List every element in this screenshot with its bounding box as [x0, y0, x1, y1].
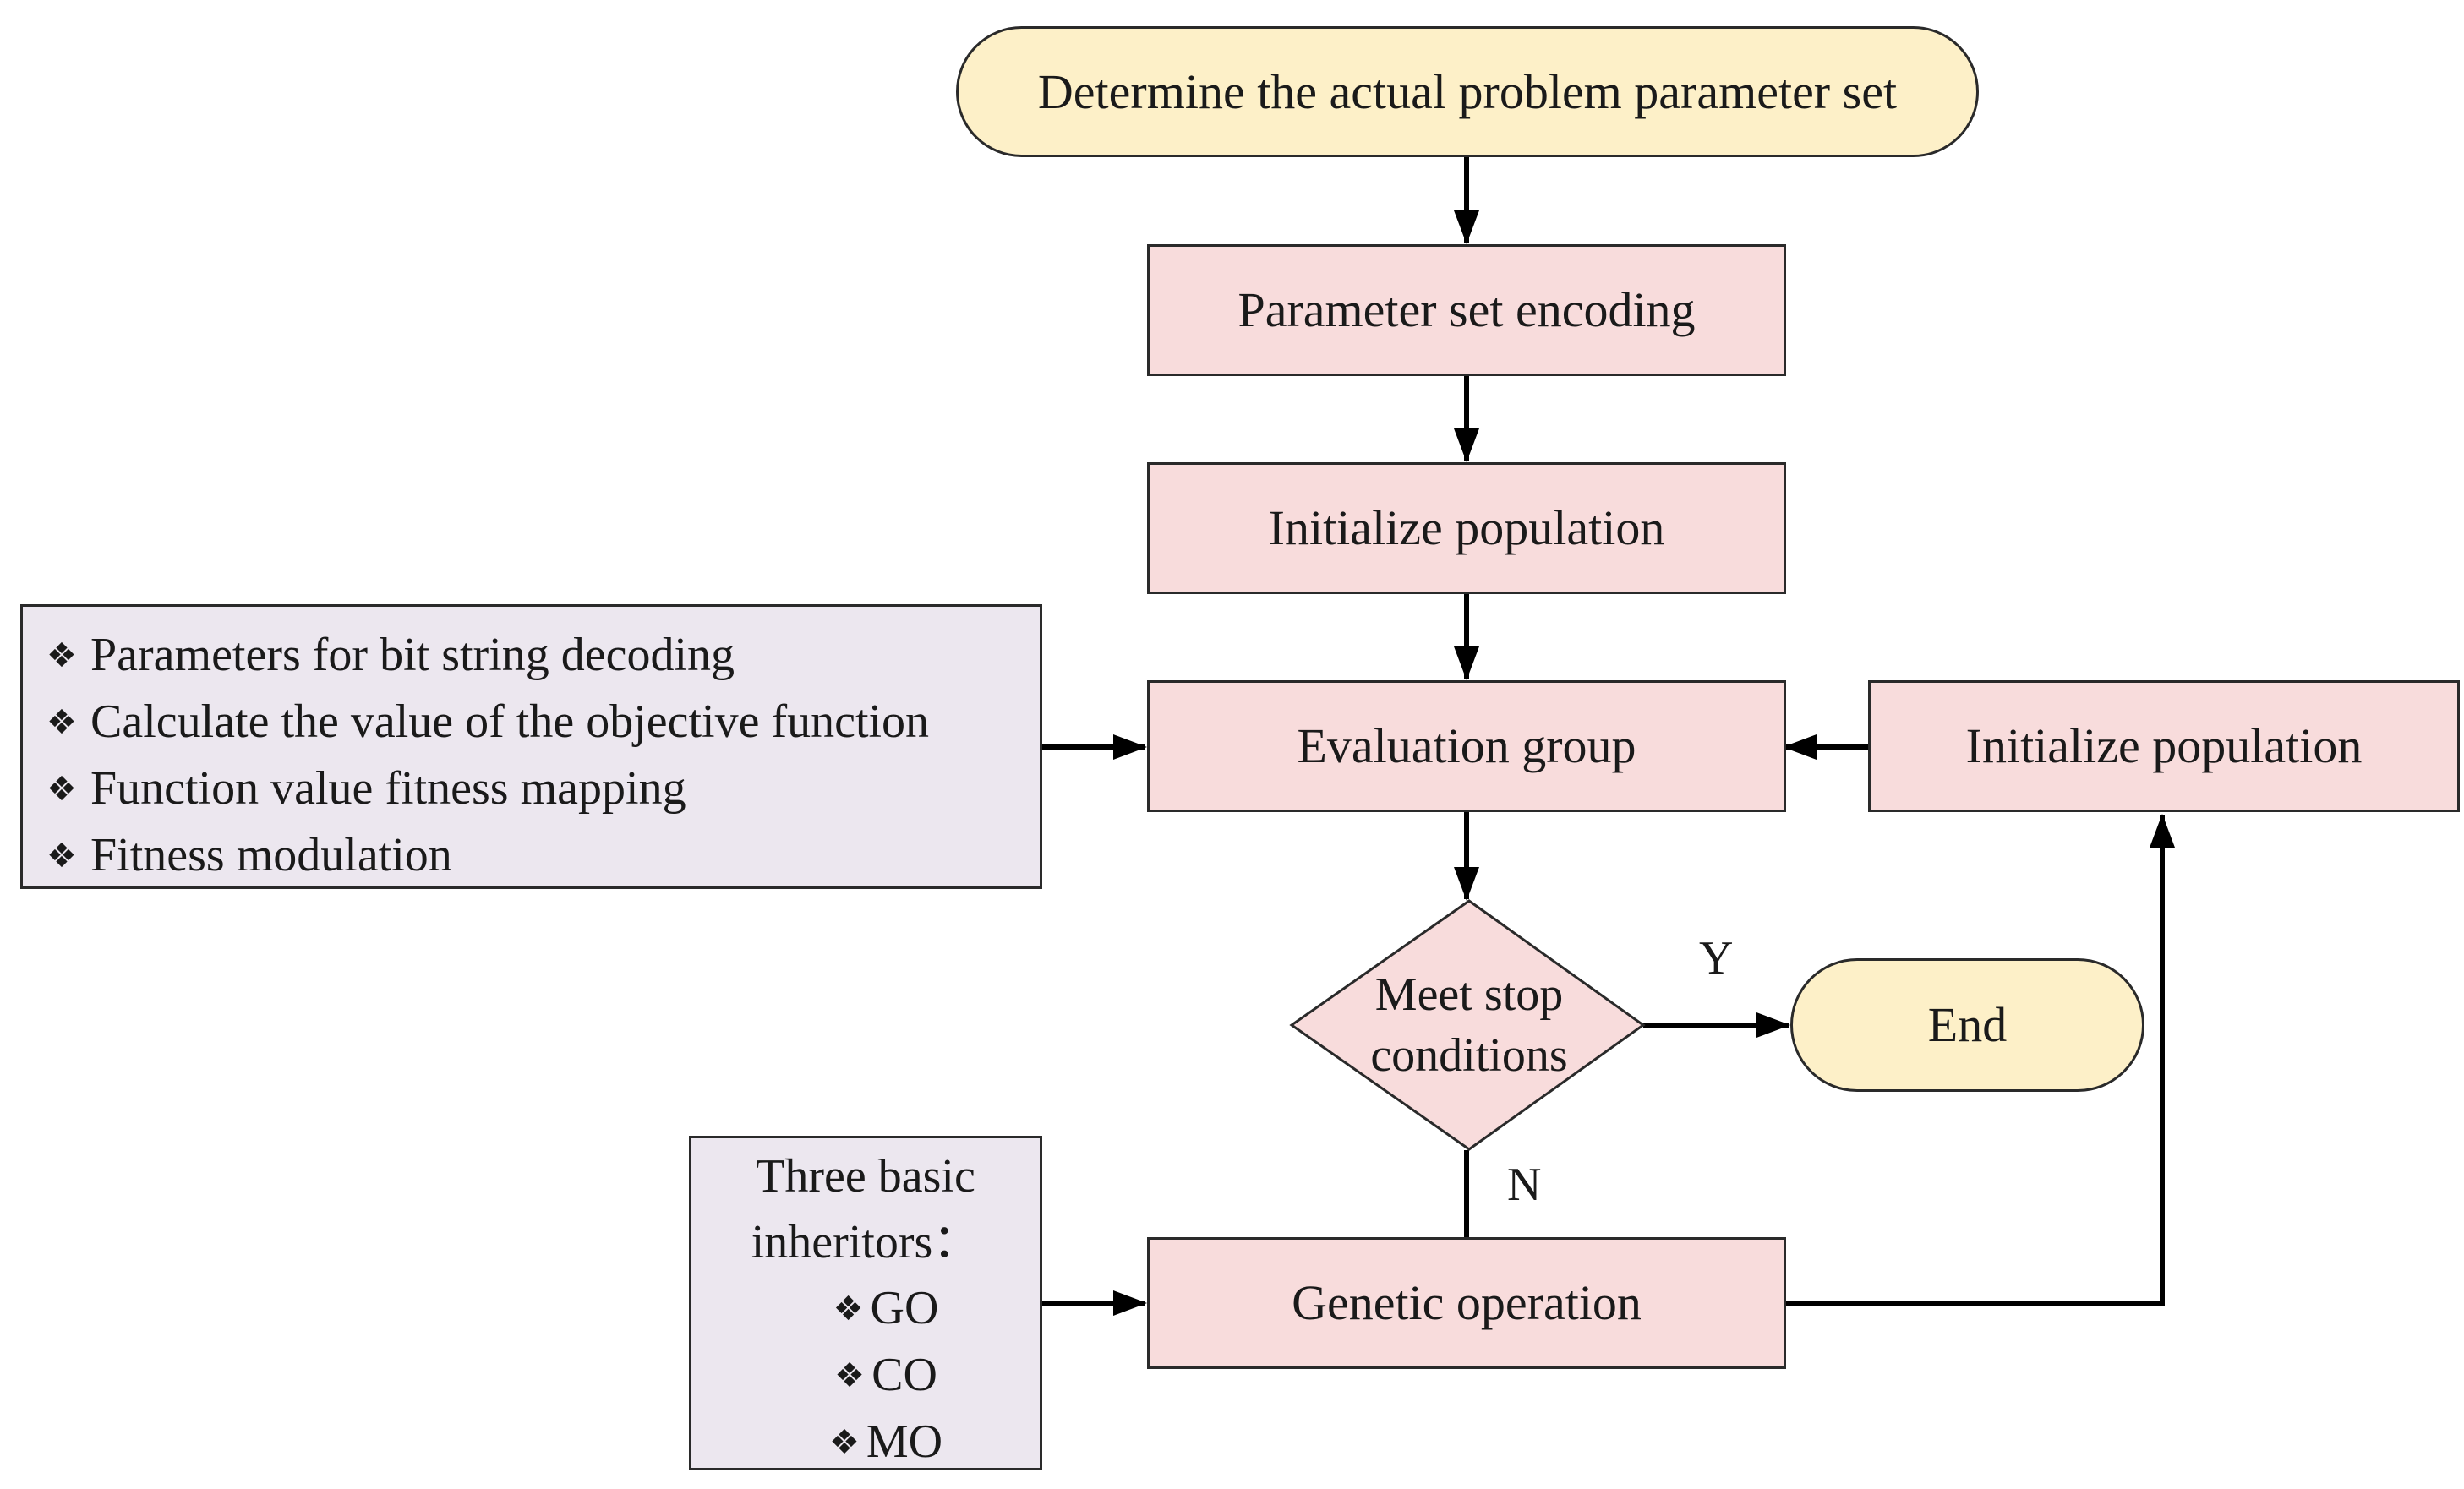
operator-item-text: MO: [866, 1415, 943, 1468]
init-population-right-box: Initialize population: [1868, 680, 2460, 812]
evaluation-step-item: ❖ Parameters for bit string decoding: [46, 622, 1040, 689]
evaluation-step-item: ❖ Function value fitness mapping: [46, 755, 1040, 822]
operators-title-line2: inheritors：: [751, 1216, 981, 1268]
evaluation-step-text: Fitness modulation: [90, 829, 452, 881]
init-population-label: Initialize population: [1268, 500, 1665, 556]
yes-edge-label: Y: [1699, 932, 1734, 984]
operators-note: Three basic inheritors： ❖GO ❖CO ❖MO: [689, 1136, 1042, 1470]
genetic-operation-box: Genetic operation: [1147, 1237, 1786, 1369]
start-terminator: Determine the actual problem parameter s…: [956, 26, 1979, 157]
operator-item-text: GO: [870, 1282, 939, 1334]
operator-item: ❖MO: [691, 1409, 1040, 1475]
genetic-operation-label: Genetic operation: [1292, 1275, 1642, 1331]
decision-text: Meet stop conditions: [1308, 957, 1630, 1093]
init-population-box: Initialize population: [1147, 462, 1786, 594]
operators-title-line1: Three basic: [756, 1150, 975, 1203]
encoding-box: Parameter set encoding: [1147, 244, 1786, 376]
evaluation-label: Evaluation group: [1297, 718, 1636, 774]
four-diamond-bullet-icon: ❖: [46, 770, 77, 809]
end-label: End: [1927, 997, 2008, 1053]
no-edge-label: N: [1507, 1159, 1542, 1211]
encoding-label: Parameter set encoding: [1237, 282, 1696, 338]
decision-label-line2: conditions: [1370, 1029, 1568, 1082]
evaluation-step-item: ❖ Fitness modulation: [46, 822, 1040, 889]
evaluation-box: Evaluation group: [1147, 680, 1786, 812]
evaluation-step-item: ❖ Calculate the value of the objective fu…: [46, 689, 1040, 755]
four-diamond-bullet-icon: ❖: [46, 636, 77, 675]
operator-item-text: CO: [871, 1349, 937, 1401]
decision-diamond: [1289, 899, 1646, 1151]
four-diamond-bullet-icon: ❖: [833, 1290, 864, 1328]
evaluation-step-text: Function value fitness mapping: [90, 762, 686, 815]
operator-item: ❖GO: [691, 1275, 1040, 1342]
arrow-genetic-to-init-right: [1784, 814, 2175, 1306]
four-diamond-bullet-icon: ❖: [46, 703, 77, 742]
four-diamond-bullet-icon: ❖: [46, 837, 77, 875]
evaluation-step-text: Parameters for bit string decoding: [90, 629, 735, 681]
operator-item: ❖CO: [691, 1342, 1040, 1409]
four-diamond-bullet-icon: ❖: [834, 1356, 866, 1395]
start-label: Determine the actual problem parameter s…: [1037, 63, 1898, 119]
decision-label-line1: Meet stop: [1374, 968, 1564, 1021]
end-terminator: End: [1790, 958, 2144, 1092]
evaluation-step-text: Calculate the value of the objective fun…: [90, 695, 930, 748]
init-population-right-label: Initialize population: [1965, 718, 2363, 774]
evaluation-steps-note: ❖ Parameters for bit string decoding ❖ Cal…: [20, 604, 1042, 889]
four-diamond-bullet-icon: ❖: [828, 1423, 860, 1462]
